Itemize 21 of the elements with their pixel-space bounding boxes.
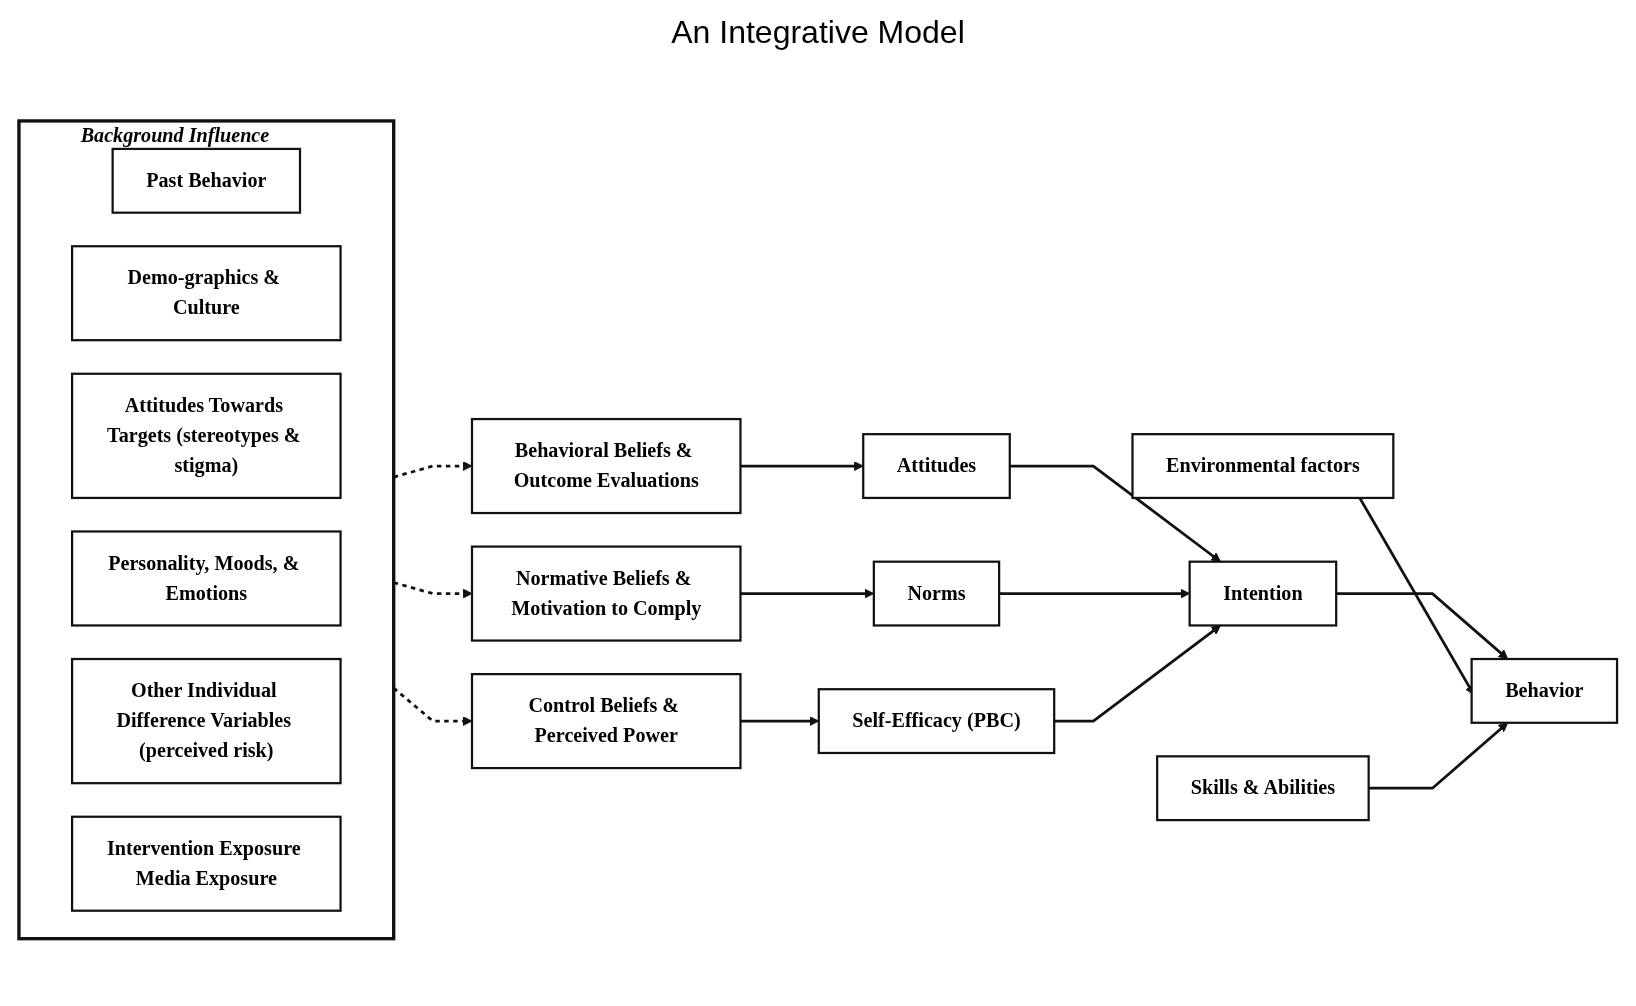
node-box: Other Individual Difference Variables (perceived risk) xyxy=(70,658,342,785)
node-box: Control Beliefs & Perceived Power xyxy=(470,673,742,770)
node-box: Personality, Moods, & Emotions xyxy=(70,530,342,627)
node-box: Environmental factors xyxy=(1131,433,1395,500)
arrow xyxy=(1336,592,1509,660)
node-box: Intervention Exposure Media Exposure xyxy=(70,815,342,912)
node-box: Demo-graphics & Culture xyxy=(70,245,342,342)
arrow xyxy=(740,461,864,472)
node-box: Norms xyxy=(872,560,1001,627)
node-box: Attitudes xyxy=(862,433,1011,500)
node-box: Intention xyxy=(1188,560,1338,627)
node-box: Normative Beliefs & Motivation to Comply xyxy=(470,545,742,642)
node-box: Behavioral Beliefs & Outcome Evaluations xyxy=(470,418,742,515)
arrow xyxy=(1054,625,1221,723)
node-box: Self-Efficacy (PBC) xyxy=(817,688,1056,755)
diagram-title: An Integrative Model xyxy=(670,14,966,51)
node-box: Past Behavior xyxy=(111,148,302,214)
node-box: Attitudes Towards Targets (stereotypes & stigma) xyxy=(70,372,342,500)
node-box: Skills & Abilities xyxy=(1156,755,1370,822)
node-box: Behavior xyxy=(1470,658,1619,725)
arrow xyxy=(1368,722,1509,790)
